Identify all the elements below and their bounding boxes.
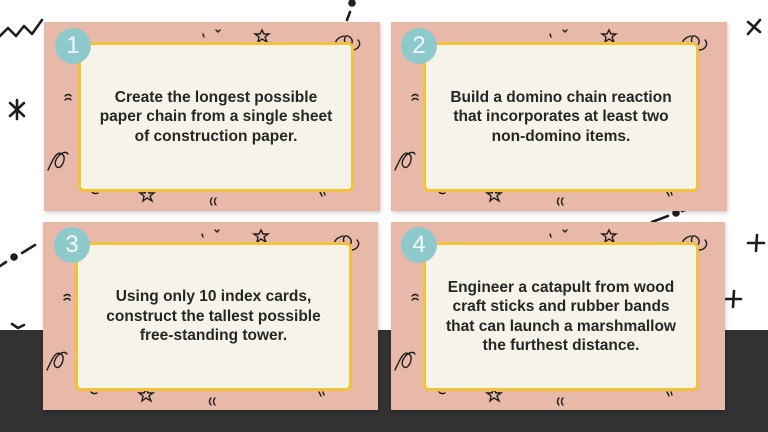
- tick-icon: [666, 191, 673, 197]
- challenge-card-2: Build a domino chain reaction that incor…: [391, 22, 727, 211]
- squiggle-icon: [64, 93, 72, 101]
- card-number-badge: 4: [401, 227, 437, 263]
- plus-icon: [746, 233, 766, 253]
- card-number-badge: 3: [54, 227, 90, 263]
- tick-icon: [666, 391, 673, 397]
- prompt-panel: Create the longest possible paper chain …: [78, 42, 354, 192]
- plus-icon: [724, 289, 743, 309]
- card-number-badge: 2: [401, 28, 437, 64]
- tick-icon: [562, 29, 568, 33]
- challenge-prompt: Using only 10 index cards, construct the…: [106, 288, 321, 345]
- tick-icon: [319, 191, 326, 197]
- tick-icon: [214, 229, 220, 233]
- cross-icon: [746, 18, 762, 36]
- challenge-prompt: Build a domino chain reaction that incor…: [450, 88, 672, 145]
- tick-icon: [318, 391, 325, 397]
- card-number-badge: 1: [55, 28, 91, 64]
- tick-icon: [438, 191, 446, 195]
- tick-icon: [202, 33, 205, 38]
- tick-icon: [201, 233, 204, 238]
- quote-mark-icon: [208, 397, 216, 406]
- star-icon: [484, 387, 504, 403]
- challenge-prompt: Create the longest possible paper chain …: [99, 88, 333, 145]
- star-icon: [484, 187, 504, 203]
- prompt-panel: Using only 10 index cards, construct the…: [75, 242, 352, 391]
- tick-icon: [10, 322, 26, 330]
- loop-icon: [394, 151, 416, 171]
- tick-icon: [562, 229, 568, 233]
- loop-icon: [46, 351, 68, 371]
- challenge-card-4: Engineer a catapult from wood craft stic…: [391, 222, 725, 410]
- squiggle-icon: [411, 293, 419, 301]
- star-icon: [251, 228, 271, 244]
- loop-icon: [394, 351, 416, 371]
- quote-mark-icon: [556, 197, 564, 206]
- dash-dot-line-icon: [345, 0, 356, 22]
- tick-icon: [438, 391, 446, 395]
- star-icon: [136, 387, 156, 403]
- challenge-card-3: Using only 10 index cards, construct the…: [43, 222, 378, 410]
- tick-icon: [549, 33, 552, 38]
- challenge-prompt: Engineer a catapult from wood craft stic…: [446, 278, 676, 355]
- prompt-panel: Engineer a catapult from wood craft stic…: [423, 242, 699, 391]
- tick-icon: [91, 191, 99, 195]
- squiggle-icon: [411, 93, 419, 101]
- star-icon: [252, 28, 272, 44]
- quote-mark-icon: [209, 197, 217, 206]
- tick-icon: [215, 29, 221, 33]
- tick-icon: [90, 391, 98, 395]
- dash-dot-line-icon: [0, 243, 37, 268]
- star-icon: [599, 228, 619, 244]
- asterisk-icon: [8, 98, 26, 121]
- challenge-card-1: Create the longest possible paper chain …: [44, 22, 380, 211]
- star-icon: [599, 28, 619, 44]
- prompt-panel: Build a domino chain reaction that incor…: [423, 42, 699, 192]
- tick-icon: [549, 233, 552, 238]
- quote-mark-icon: [556, 397, 564, 406]
- card-doodles: [394, 228, 708, 406]
- loop-icon: [47, 151, 69, 171]
- star-icon: [137, 187, 157, 203]
- squiggle-icon: [63, 293, 71, 301]
- zigzag-icon: [0, 18, 44, 38]
